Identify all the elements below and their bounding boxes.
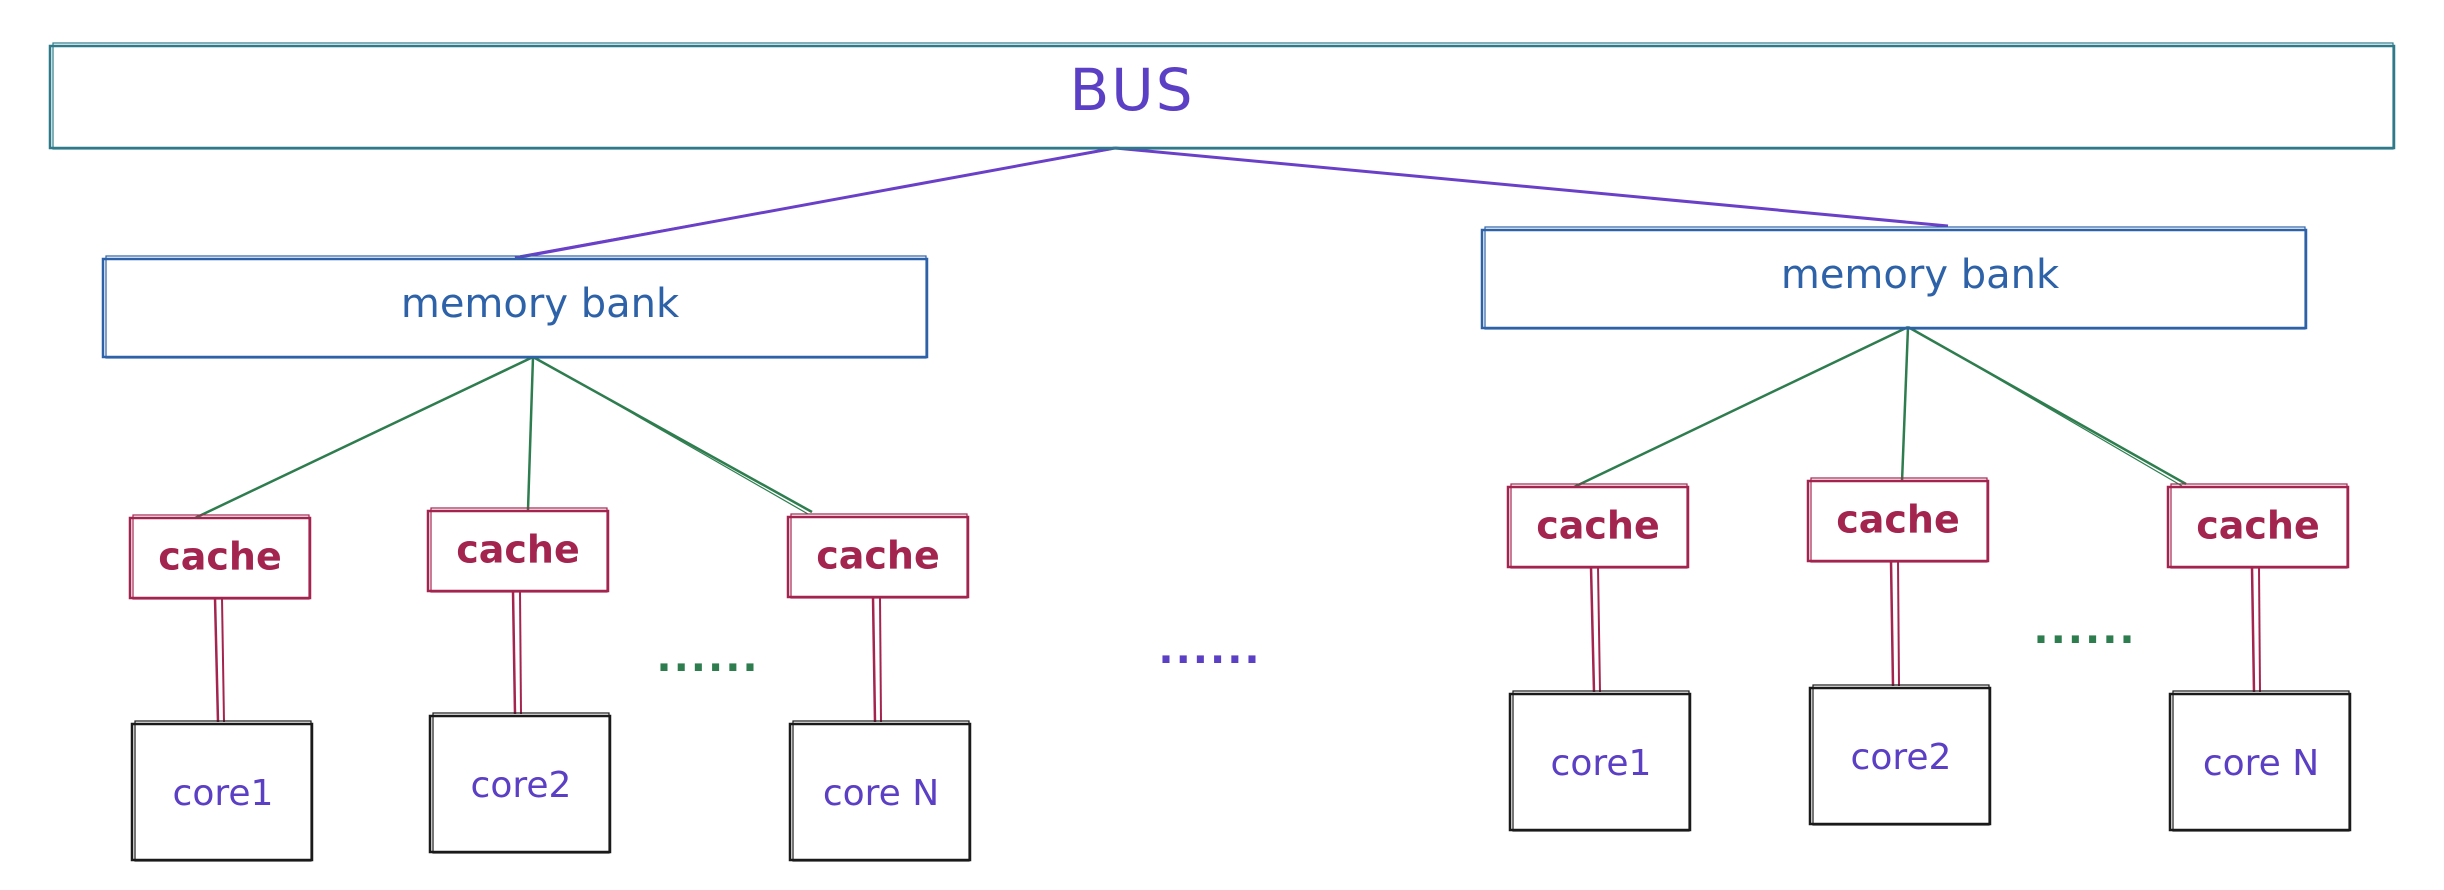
memory-bank-box-sketch <box>105 255 927 359</box>
tree-link <box>1577 328 1906 486</box>
connections <box>194 146 2261 723</box>
bus-label: BUS <box>1069 56 1194 124</box>
cache-label: cache <box>158 535 282 579</box>
cache-box-sketch <box>132 514 310 600</box>
core-label: core2 <box>1851 737 1952 778</box>
core-box-frame <box>788 722 972 862</box>
core-label: core N <box>823 773 939 814</box>
core-box-frame <box>1508 692 1692 832</box>
cache-box: cache <box>426 507 610 593</box>
cache-box: cache <box>786 513 970 599</box>
cache-core-link <box>221 597 225 723</box>
cache-box-frame <box>426 509 610 593</box>
cache-core-link <box>519 590 522 715</box>
cache-box: cache <box>128 514 312 600</box>
bus: BUS <box>48 42 2396 150</box>
memory-bank-label: memory bank <box>401 281 680 327</box>
cache-box: cache <box>2166 483 2350 569</box>
core-box-sketch <box>134 720 312 862</box>
memory-bank-box <box>101 257 929 359</box>
cache-core-link <box>1589 566 1596 693</box>
memory-bank-box-sketch <box>1484 226 2306 330</box>
cache-core-link <box>2250 566 2256 693</box>
core-box-sketch <box>792 720 970 862</box>
cache-core-link <box>1897 560 1900 687</box>
cluster-right: memory bank cache cache cache core1 core… <box>1480 226 2352 832</box>
between-clusters-ellipsis: ...... <box>1158 627 1261 673</box>
core-box: core2 <box>428 712 612 854</box>
core-box-sketch <box>2172 690 2350 832</box>
tree-link <box>535 357 809 515</box>
cache-core-link <box>2258 566 2261 693</box>
cache-core-link <box>1597 566 1601 693</box>
core-box: core1 <box>130 720 314 862</box>
cache-core-link <box>511 590 517 715</box>
core-label: core1 <box>1551 743 1652 784</box>
cache-box: cache <box>1806 477 1990 563</box>
cache-label: cache <box>816 534 940 578</box>
cache-box-frame <box>1806 479 1990 563</box>
cache-label: cache <box>1536 504 1660 548</box>
memory-bank-label: memory bank <box>1781 252 2060 298</box>
tree-link <box>1910 327 2183 487</box>
tree-link <box>526 356 535 511</box>
cache-box-sketch <box>790 513 968 599</box>
core-box: core N <box>788 720 972 862</box>
cache-box-frame <box>128 516 312 600</box>
bus-box <box>48 44 2396 150</box>
tree-link <box>199 358 531 517</box>
core-box-sketch <box>432 712 610 854</box>
core-label: core2 <box>471 765 572 806</box>
cache-box-frame <box>1506 485 1690 569</box>
bus-box-sketch <box>52 42 2394 150</box>
core-box-frame <box>130 722 314 862</box>
bus-link-left <box>519 148 1114 257</box>
memory-bank-box <box>1480 228 2308 330</box>
core-box: core1 <box>1508 690 1692 832</box>
core-box-frame <box>2168 692 2352 832</box>
cluster-ellipsis: ...... <box>2033 607 2136 653</box>
cache-box-frame <box>2166 485 2350 569</box>
cluster-ellipsis: ...... <box>656 635 759 681</box>
core-box-sketch <box>1512 690 1690 832</box>
cache-label: cache <box>456 528 580 572</box>
core-box: core2 <box>1808 684 1992 826</box>
cache-box-sketch <box>1510 483 1688 569</box>
core-box-frame <box>428 714 612 854</box>
memory-bank: memory bank <box>1480 226 2308 330</box>
cache-box-frame <box>786 515 970 599</box>
cache-box-sketch <box>430 507 608 593</box>
core-label: core1 <box>173 773 274 814</box>
tree-link <box>1900 326 1910 483</box>
cluster-left: memory bank cache cache cache core1 core… <box>101 255 972 862</box>
bus-link-right <box>1114 146 1949 228</box>
cache-core-link <box>213 597 220 723</box>
memory-bank: memory bank <box>101 255 929 359</box>
cache-label: cache <box>1836 498 1960 542</box>
cache-core-link <box>879 596 882 723</box>
cache-label: cache <box>2196 504 2320 548</box>
core-box: core N <box>2168 690 2352 832</box>
cache-box-sketch <box>2170 483 2348 569</box>
cache-core-link <box>1889 560 1895 687</box>
core-label: core N <box>2203 743 2319 784</box>
cache-box-sketch <box>1810 477 1988 563</box>
core-box-frame <box>1808 686 1992 826</box>
cache-box: cache <box>1506 483 1690 569</box>
cache-core-link <box>871 596 877 723</box>
core-box-sketch <box>1812 684 1990 826</box>
